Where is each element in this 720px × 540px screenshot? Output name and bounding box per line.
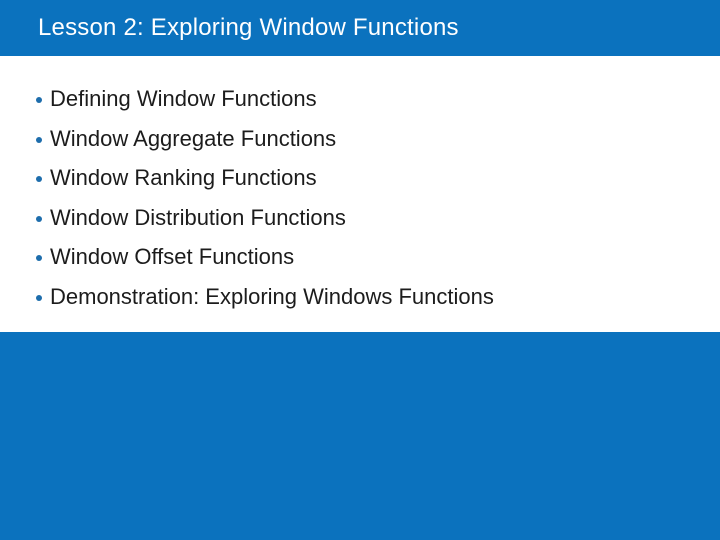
- bullet-text: Window Ranking Functions: [50, 165, 317, 190]
- bullet-dot-icon: [36, 176, 42, 182]
- bullet-item: Window Offset Functions: [36, 237, 710, 277]
- bullet-item: Window Aggregate Functions: [36, 119, 710, 159]
- bullet-dot-icon: [36, 255, 42, 261]
- bullet-text: Defining Window Functions: [50, 86, 317, 111]
- bottom-blue-band: [0, 332, 720, 540]
- bullet-dot-icon: [36, 136, 42, 143]
- bullet-text: Window Offset Functions: [50, 244, 295, 269]
- bullet-item: Demonstration: Exploring Windows Functio…: [36, 277, 710, 317]
- bullet-text: Window Aggregate Functions: [50, 125, 337, 151]
- bullet-item: Window Distribution Functions: [36, 198, 710, 238]
- bullet-list: Defining Window Functions Window Aggrega…: [0, 56, 720, 316]
- bullet-item: Window Ranking Functions: [36, 158, 710, 198]
- title-bar: Lesson 2: Exploring Window Functions: [0, 0, 720, 56]
- bullet-text: Demonstration: Exploring Windows Functio…: [50, 283, 494, 309]
- bullet-dot-icon: [36, 97, 42, 103]
- bullet-item: Defining Window Functions: [36, 79, 710, 119]
- bullet-dot-icon: [36, 294, 42, 301]
- content-panel: Defining Window Functions Window Aggrega…: [0, 56, 720, 332]
- slide-title: Lesson 2: Exploring Window Functions: [38, 14, 459, 41]
- bullet-dot-icon: [36, 215, 42, 222]
- bullet-text: Window Distribution Functions: [50, 204, 346, 230]
